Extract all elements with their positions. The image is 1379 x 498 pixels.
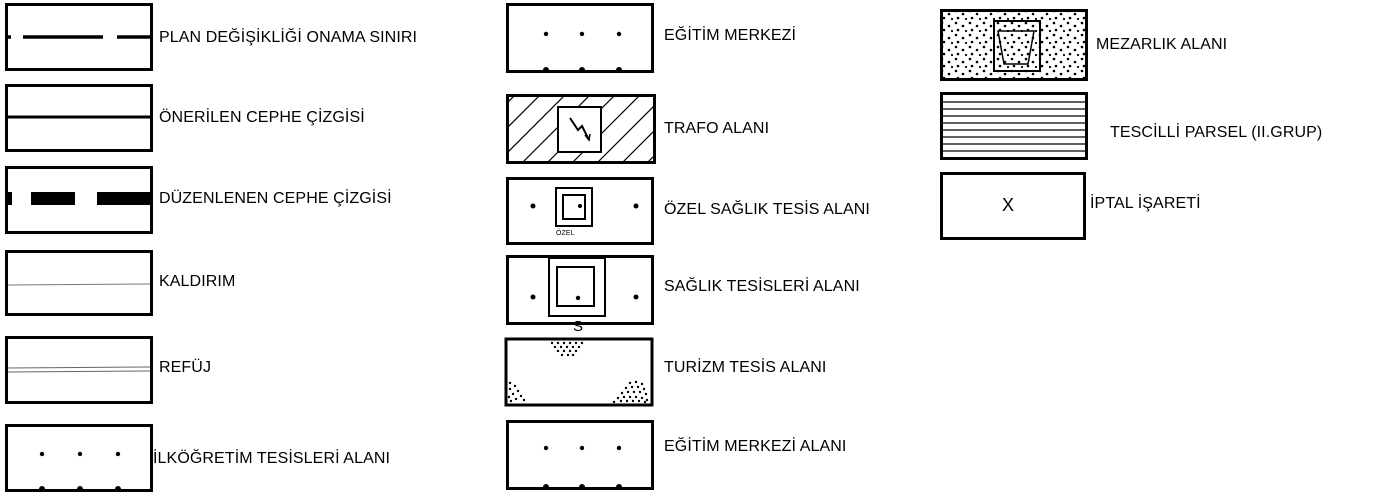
legend-label-cancellation-mark: İPTAL İŞARETİ — [1090, 195, 1201, 212]
legend-label-education-center: EĞİTİM MERKEZİ — [664, 27, 797, 44]
legend-label-regulated-facade-line: DÜZENLENEN CEPHE ÇİZGİSİ — [159, 190, 392, 207]
health-facilities-symbol — [506, 255, 654, 325]
education-center-symbol — [506, 3, 654, 73]
legend-label-cemetery-area: MEZARLIK ALANI — [1096, 36, 1228, 53]
tourism-facility-symbol — [504, 337, 654, 407]
legend-label-private-health-facility: ÖZEL SAĞLIK TESİS ALANI — [664, 201, 870, 218]
health-facilities-inner-label: S — [573, 318, 584, 335]
legend-label-tourism-facility: TURİZM TESİS ALANI — [664, 359, 827, 376]
registered-parcel-symbol — [940, 92, 1088, 160]
legend-label-median: REFÜJ — [159, 359, 212, 376]
plan-change-boundary-symbol — [5, 3, 153, 71]
legend-label-education-center-area: EĞİTİM MERKEZİ ALANI — [664, 438, 847, 455]
cemetery-area-symbol — [940, 9, 1088, 81]
legend-label-registered-parcel: TESCİLLİ PARSEL (II.GRUP) — [1110, 124, 1323, 141]
private-health-inner-label: ÖZEL — [556, 230, 575, 237]
legend-label-health-facilities: SAĞLIK TESİSLERİ ALANI — [664, 278, 860, 295]
education-center-area-symbol — [506, 420, 654, 490]
legend-label-transformer-area: TRAFO ALANI — [664, 120, 770, 137]
sidewalk-symbol — [5, 250, 153, 316]
transformer-area-symbol — [506, 94, 656, 164]
regulated-facade-line-symbol — [5, 166, 153, 234]
median-symbol — [5, 336, 153, 404]
cancellation-x-mark: X — [1002, 195, 1015, 215]
proposed-facade-line-symbol — [5, 84, 153, 152]
legend-label-plan-change-boundary: PLAN DEĞİŞİKLİĞİ ONAMA SINIRI — [159, 29, 418, 46]
private-health-facility-symbol — [506, 177, 654, 245]
primary-school-area-symbol — [5, 424, 153, 492]
cancellation-mark-symbol — [940, 172, 1086, 240]
legend-label-sidewalk: KALDIRIM — [159, 273, 236, 290]
legend-label-proposed-facade-line: ÖNERİLEN CEPHE ÇİZGİSİ — [159, 109, 365, 126]
legend-label-primary-school-area: İLKÖĞRETİM TESİSLERİ ALANI — [153, 450, 391, 467]
